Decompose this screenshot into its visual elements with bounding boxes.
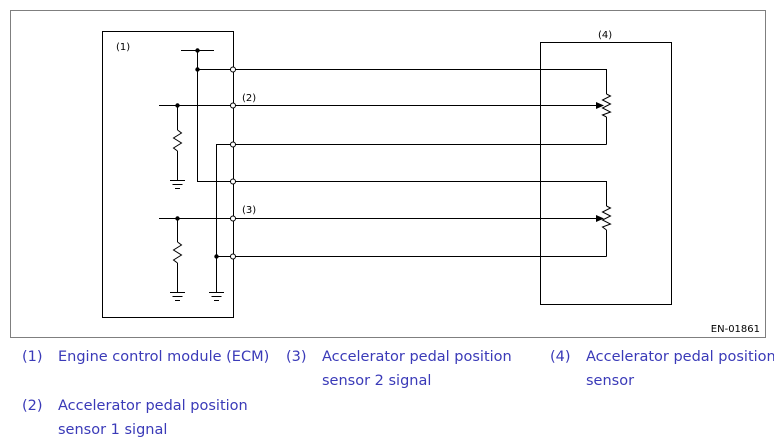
legend-number: (1) [22,349,43,365]
legend-text-line1: Accelerator pedal position [322,349,512,365]
diagram-frame [10,10,766,338]
figure-code: EN-01861 [711,324,760,335]
legend-number: (2) [22,398,43,414]
legend-text-line1: Accelerator pedal position [586,349,774,365]
legend-text-line2: sensor 1 signal [58,422,168,438]
legend-number: (3) [286,349,307,365]
wiper-arrow-2 [596,215,604,222]
legend-text-line1: Accelerator pedal position [58,398,248,414]
callout-sensor1-signal: (2) [242,93,256,104]
callout-ecm: (1) [116,42,130,53]
legend-text-line2: sensor [586,373,635,389]
legend-text-line2: sensor 2 signal [322,373,432,389]
legend-text: Engine control module (ECM) [58,349,270,365]
callout-sensor2-signal: (3) [242,205,256,216]
junction-dots [175,48,219,259]
ecm-box [102,31,234,318]
callout-pedal-sensor: (4) [598,30,612,41]
wires [159,50,612,301]
legend-number: (4) [550,349,571,365]
wiper-arrow-1 [596,102,604,109]
sensor-box [540,42,672,305]
connector-terminals [230,66,236,260]
